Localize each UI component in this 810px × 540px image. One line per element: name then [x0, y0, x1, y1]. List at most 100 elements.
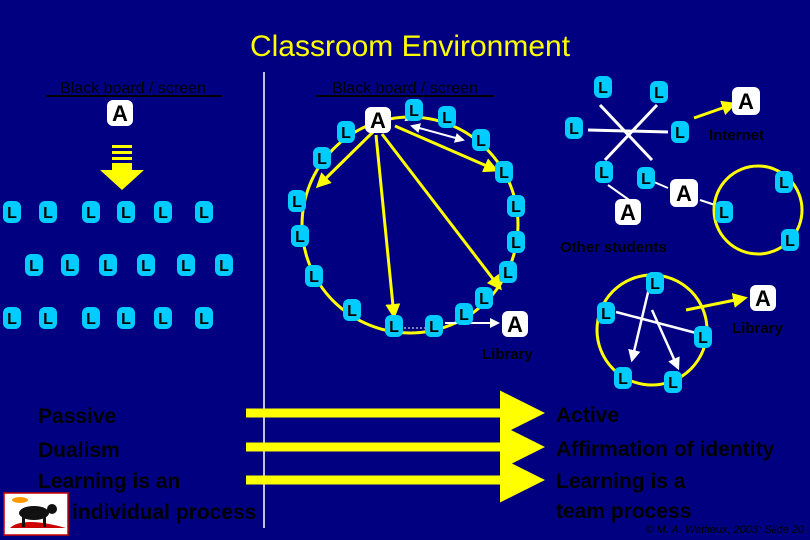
student-node-box	[137, 254, 155, 276]
instructor-node: A	[107, 100, 133, 126]
student-node: L	[650, 81, 668, 103]
left-list-item: individual process	[72, 501, 256, 524]
student-node-box	[3, 307, 21, 329]
instructor-node-label: A	[755, 286, 771, 311]
student-node-label: L	[650, 276, 660, 293]
student-node-box	[343, 299, 361, 321]
student-node-box	[313, 147, 331, 169]
student-node-label: L	[317, 151, 327, 168]
student-node-box	[385, 315, 403, 337]
student-node: L	[291, 225, 309, 247]
instructor-node-box	[750, 285, 776, 311]
group-link	[628, 283, 652, 363]
discussion-arrow	[380, 133, 502, 291]
peer-link	[410, 123, 465, 143]
lecture-arrow-stripe	[112, 157, 132, 160]
student-node-label: L	[181, 258, 191, 275]
student-node: L	[614, 367, 632, 389]
student-node: L	[288, 190, 306, 212]
student-node-label: L	[479, 291, 489, 308]
left-list-item: Learning is an	[38, 470, 180, 493]
student-node-label: L	[601, 306, 611, 323]
student-node: L	[597, 302, 615, 324]
student-node-box	[39, 201, 57, 223]
student-node-label: L	[219, 258, 229, 275]
student-node: L	[154, 201, 172, 223]
copyright: © M. A. Wattieux, 2003; Slide 20	[645, 524, 804, 536]
student-node: L	[39, 307, 57, 329]
student-node: L	[61, 254, 79, 276]
student-node: L	[475, 287, 493, 309]
student-node: L	[507, 231, 525, 253]
student-node-label: L	[389, 319, 399, 336]
student-node-box	[594, 76, 612, 98]
student-node: L	[507, 195, 525, 217]
cow-icon	[3, 492, 69, 536]
student-node-label: L	[309, 269, 319, 286]
student-node-box	[775, 171, 793, 193]
student-node: L	[472, 129, 490, 151]
student-node-label: L	[199, 311, 209, 328]
other-students-label: Other students	[560, 239, 667, 256]
student-node-label: L	[121, 311, 131, 328]
student-node-box	[425, 315, 443, 337]
instructor-node: A	[670, 179, 698, 207]
right-list-item: Active	[556, 404, 619, 427]
student-node-box	[507, 195, 525, 217]
group-link	[598, 103, 654, 162]
student-node-box	[715, 201, 733, 223]
instructor-node-box	[365, 107, 391, 133]
instructor-node: A	[502, 311, 528, 337]
student-node: L	[99, 254, 117, 276]
student-node-label: L	[511, 235, 521, 252]
student-node-label: L	[158, 311, 168, 328]
student-node-label: L	[103, 258, 113, 275]
student-node-label: L	[641, 171, 651, 188]
student-node-label: L	[409, 103, 419, 120]
student-node: L	[154, 307, 172, 329]
student-node-box	[291, 225, 309, 247]
student-node: L	[781, 229, 799, 251]
student-node-label: L	[785, 233, 795, 250]
instructor-node-box	[670, 179, 698, 207]
student-node-box	[305, 265, 323, 287]
student-node-box	[694, 326, 712, 348]
internet-label: Internet	[709, 127, 764, 144]
right-list-item: Affirmation of identity	[556, 438, 774, 461]
student-node-box	[671, 121, 689, 143]
student-node-label: L	[43, 311, 53, 328]
library-label-middle: Library	[482, 346, 534, 363]
student-node: L	[646, 272, 664, 294]
student-node-label: L	[7, 205, 17, 222]
student-node: L	[775, 171, 793, 193]
instructor-node: A	[750, 285, 776, 311]
library-arrow	[685, 293, 748, 312]
student-node-box	[82, 201, 100, 223]
student-node-label: L	[29, 258, 39, 275]
instructor-node: A	[732, 87, 760, 115]
lecture-arrow-stripe	[112, 151, 132, 154]
student-node-box	[99, 254, 117, 276]
student-node: L	[82, 201, 100, 223]
student-node: L	[343, 299, 361, 321]
student-node: L	[565, 117, 583, 139]
group-link	[587, 128, 669, 134]
student-node-label: L	[654, 85, 664, 102]
student-node-label: L	[618, 371, 628, 388]
student-node: L	[177, 254, 195, 276]
student-node-label: L	[158, 205, 168, 222]
student-node-box	[565, 117, 583, 139]
student-node: L	[117, 307, 135, 329]
student-node: L	[215, 254, 233, 276]
left-list-item: Dualism	[38, 439, 120, 462]
right-list-item: team process	[556, 500, 691, 523]
student-node: L	[117, 201, 135, 223]
instructor-node: A	[615, 199, 641, 225]
student-node-label: L	[121, 205, 131, 222]
student-node: L	[195, 307, 213, 329]
student-node: L	[405, 99, 423, 121]
slide-title: Classroom Environment	[250, 30, 571, 63]
student-node: L	[694, 326, 712, 348]
student-node: L	[438, 106, 456, 128]
student-node-box	[177, 254, 195, 276]
